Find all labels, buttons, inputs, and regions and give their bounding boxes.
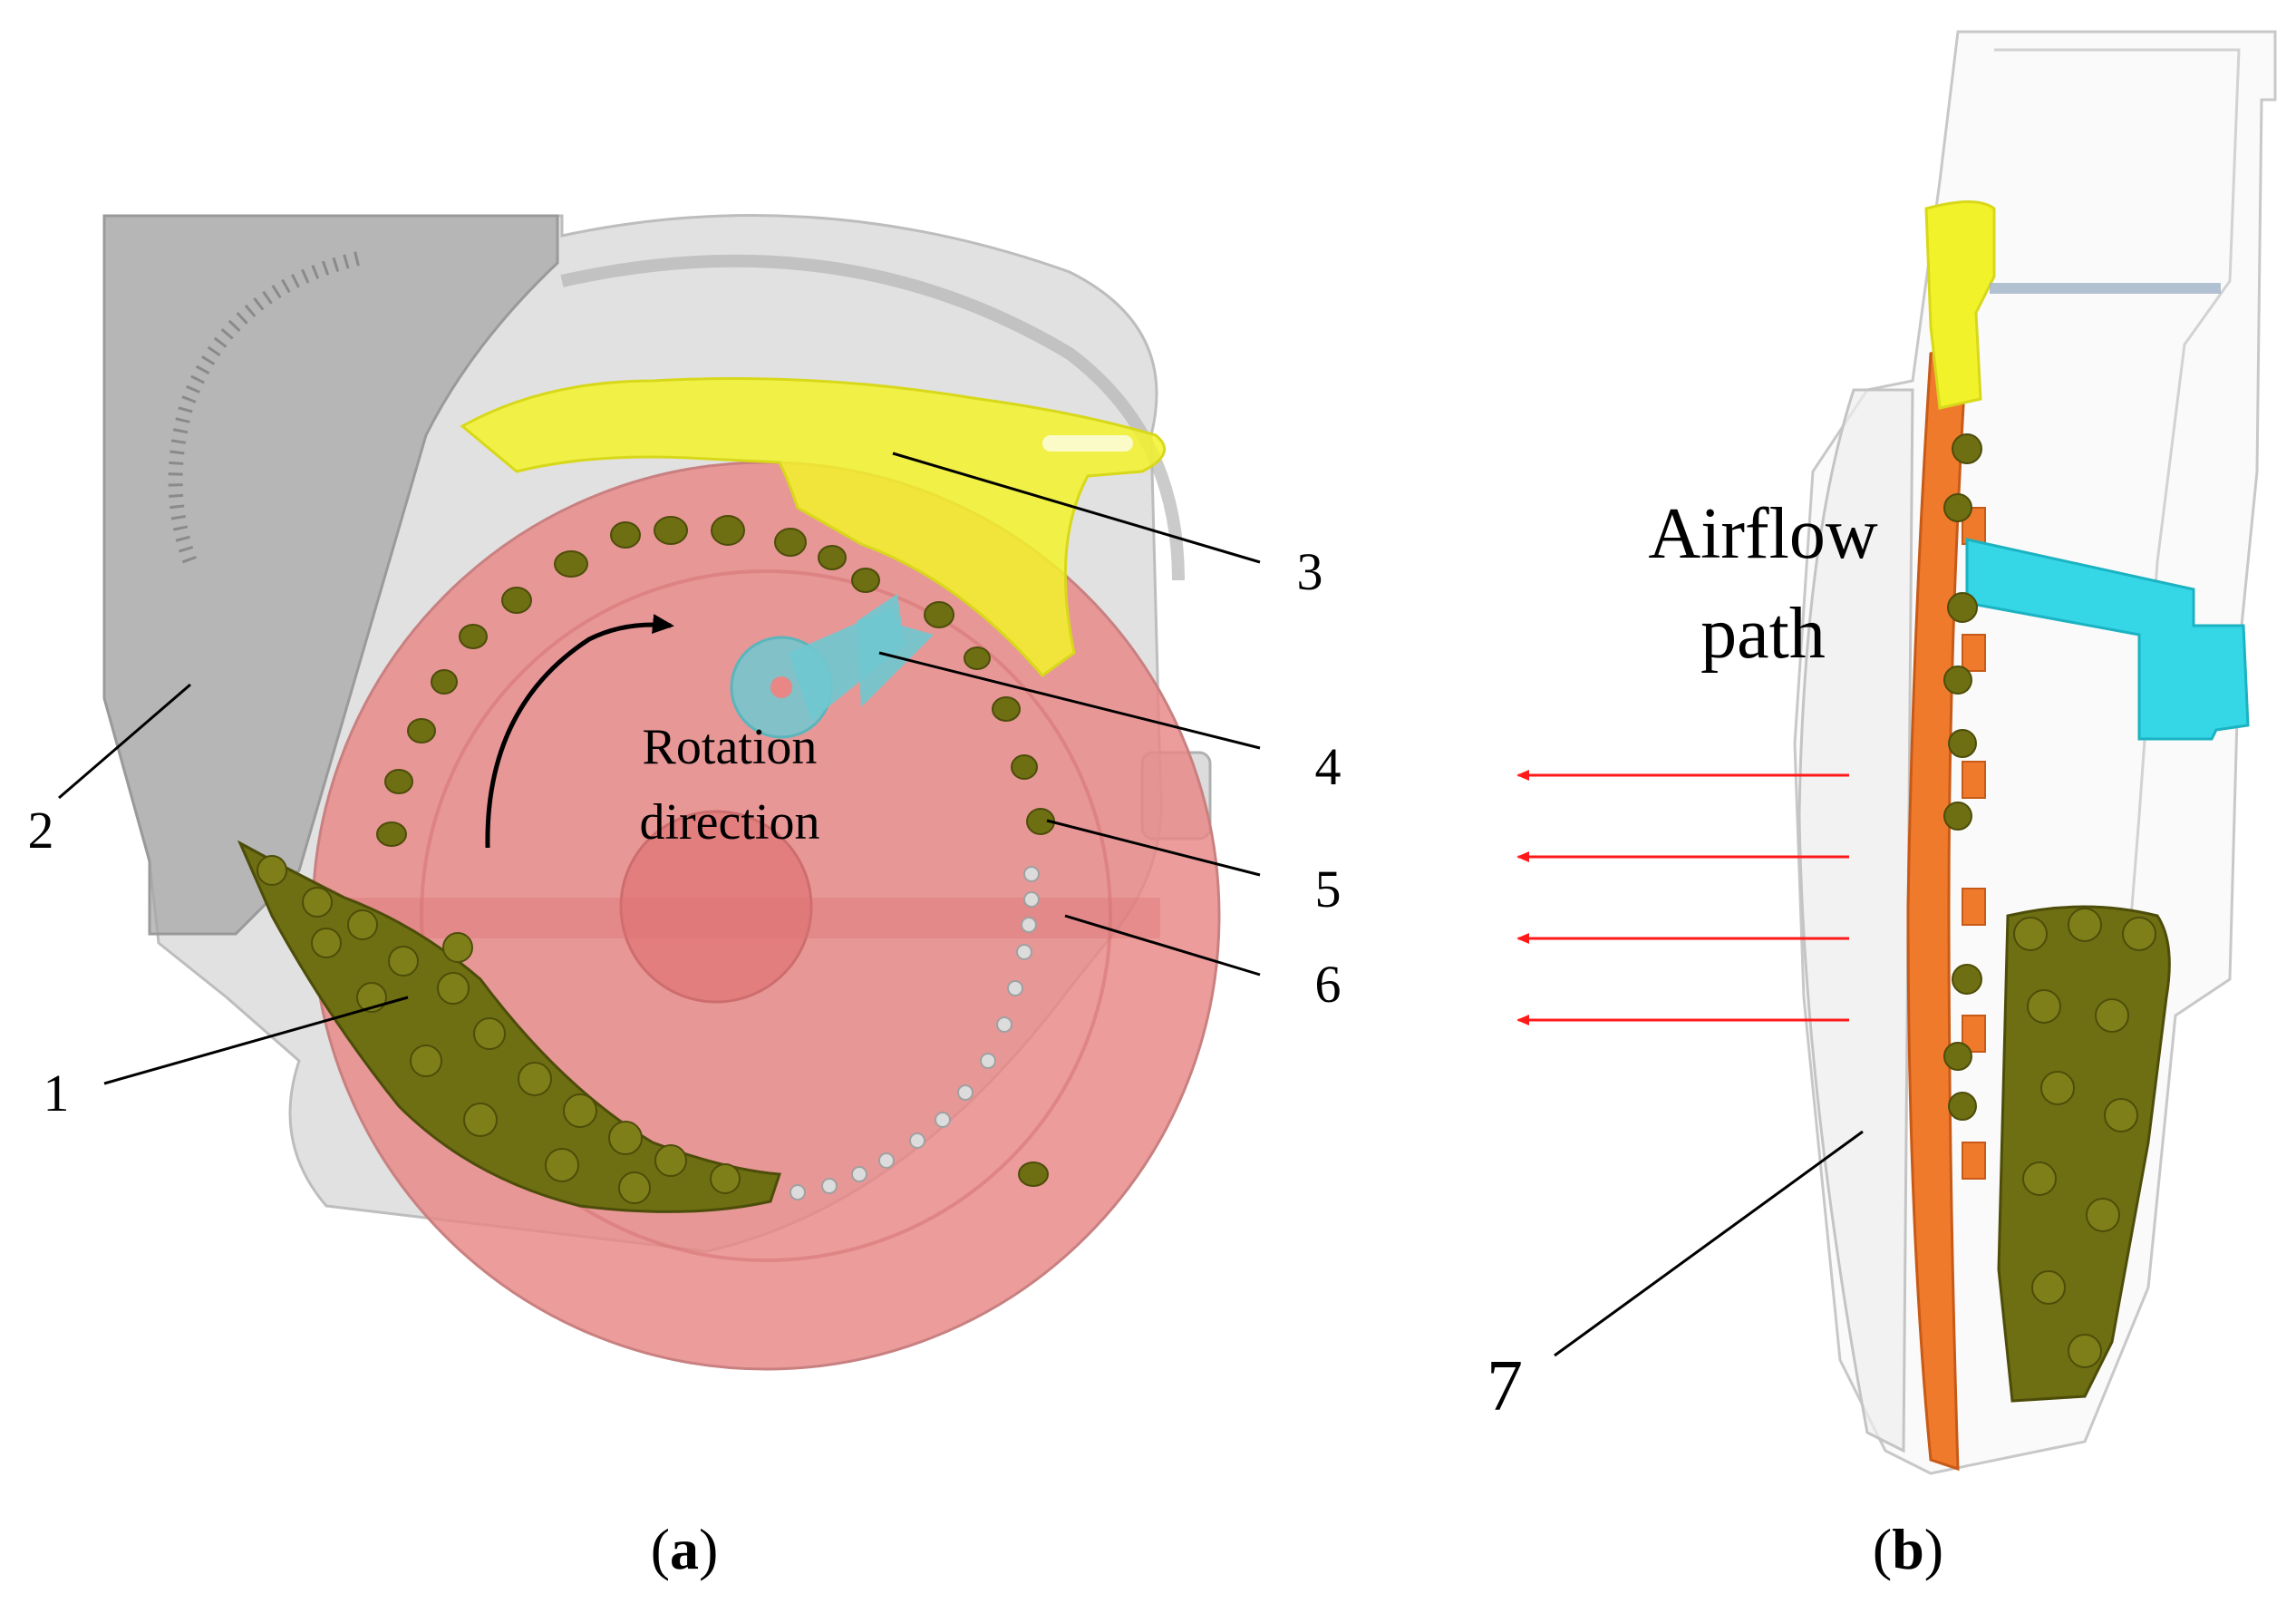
seed-hopper [102,214,559,936]
callout-4: 4 [1315,737,1342,796]
panel-b-label: (b) [1873,1517,1943,1581]
callout-6: 6 [1315,955,1342,1014]
airflow-arrows [1516,770,1849,1025]
panel-a: Rotation direction 1 2 3 4 5 6 (a) [28,214,1342,1581]
side-cover [1797,388,1914,1453]
seed-pile-texture [257,855,741,1204]
seed-pile [237,840,782,1213]
airflow-label-line2: path [1700,594,1826,674]
side-seeds-on-disc [1943,433,1982,1121]
callout-7: 7 [1487,1346,1523,1426]
callout-5: 5 [1315,860,1342,918]
disc-hub [619,810,813,1004]
airflow-label-line1: Airflow [1648,494,1878,574]
callout-1: 1 [44,1064,70,1122]
callout-3: 3 [1297,542,1323,601]
suction-holes [790,866,1040,1200]
disc-band [317,898,1160,938]
side-cleaner-guard [1924,200,1996,410]
disc-inner-ring [420,569,1112,1262]
panel-a-label: (a) [651,1517,719,1581]
seeds-on-disc [376,515,1055,1187]
rotation-label-line2: direction [639,794,819,850]
seed-ejector [730,594,934,739]
side-seed-pile-texture [2013,908,2156,1368]
rotation-label-line1: Rotation [643,719,818,775]
side-seed-disc [1906,343,1969,1472]
callout-2: 2 [28,801,54,860]
callout-leader-7 [1554,1130,1864,1357]
rotation-arrow[interactable] [485,614,674,849]
guard-slot [1042,435,1133,452]
housing-rim [560,254,1185,581]
side-disc-teeth [1962,507,1986,1180]
side-seed-pile [1997,905,2171,1403]
side-ejector-bracket [1965,538,2250,741]
callout-leaders-a [58,452,1261,1085]
seed-cleaner-guard [460,377,1166,678]
panel-b: Airflow path 7 (b) [1487,30,2277,1581]
